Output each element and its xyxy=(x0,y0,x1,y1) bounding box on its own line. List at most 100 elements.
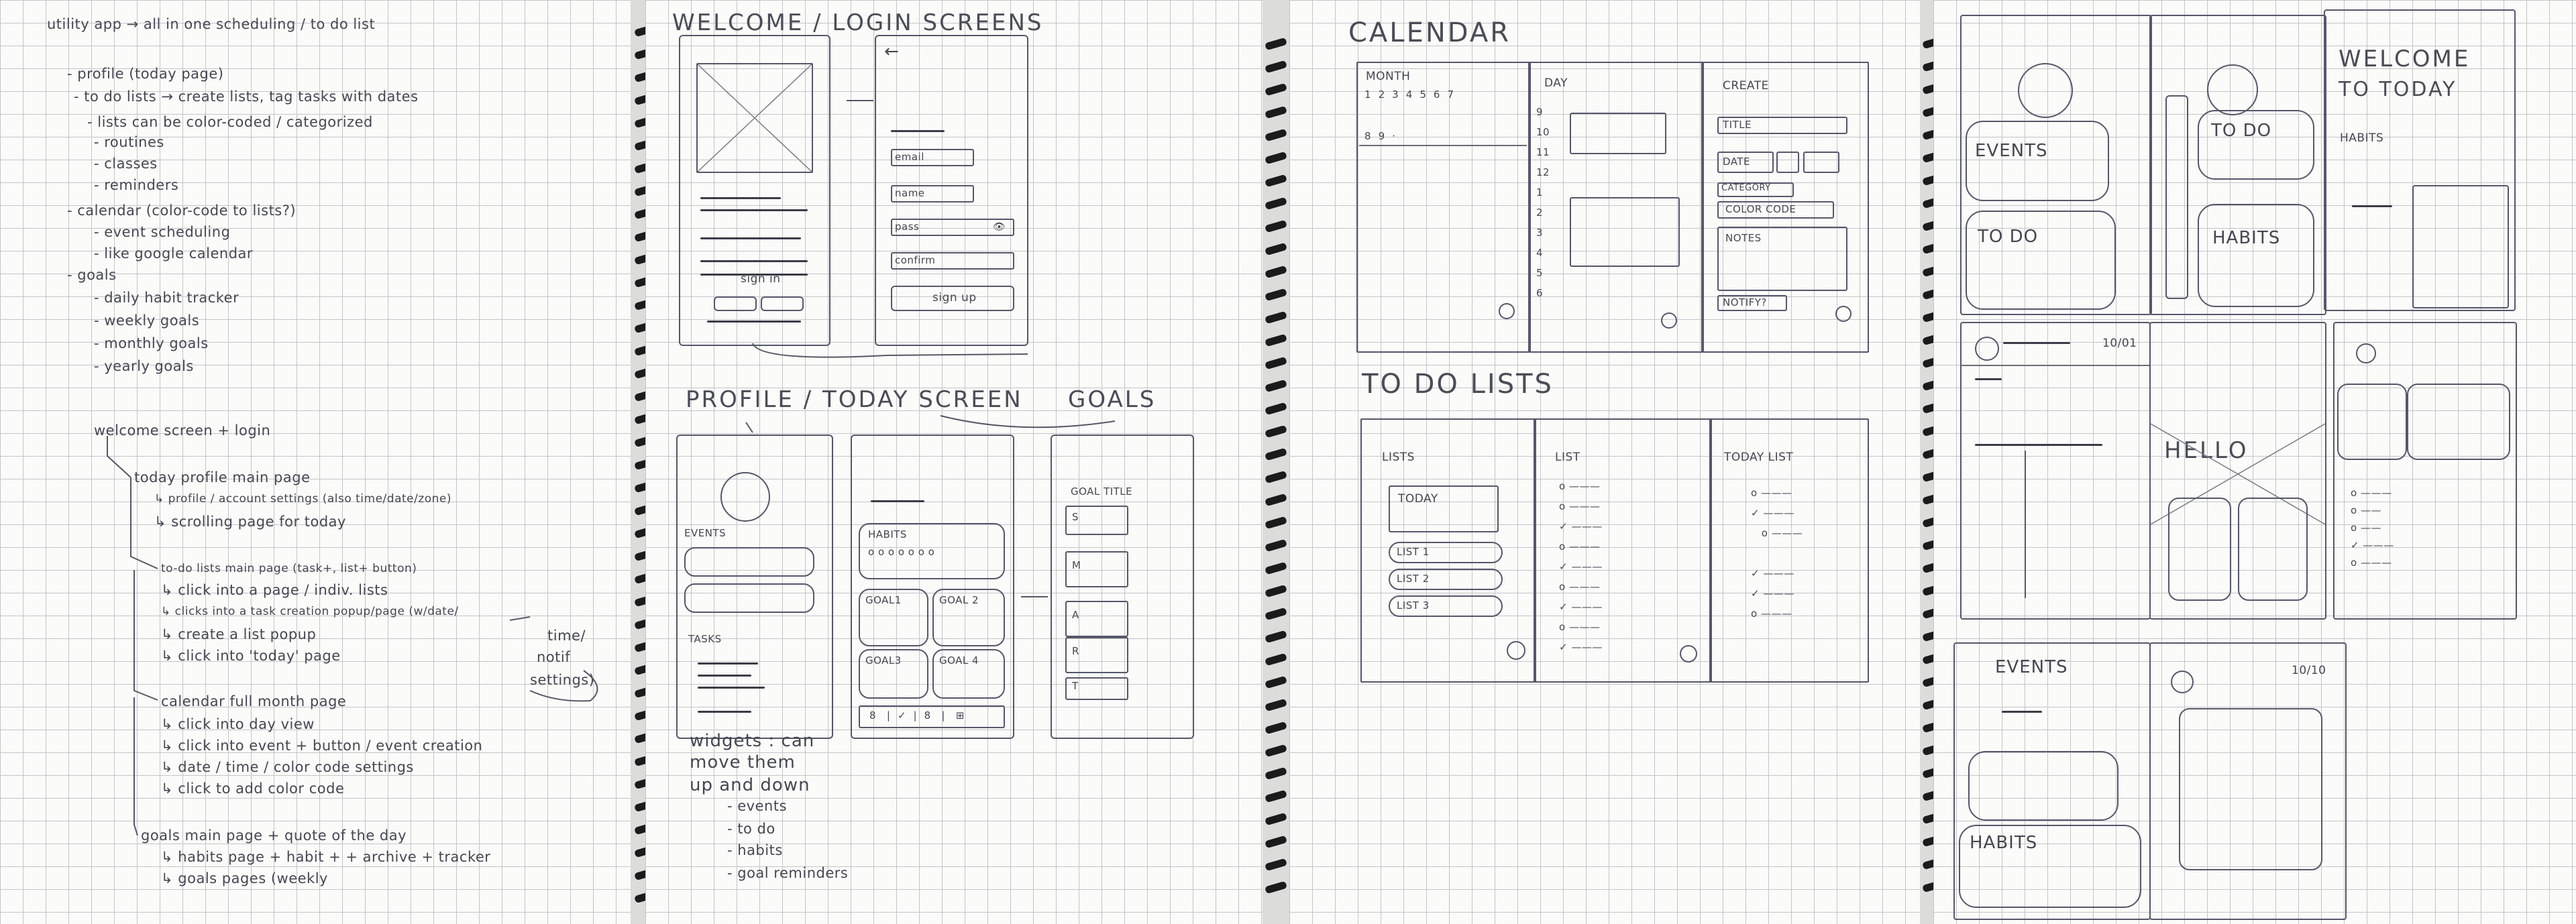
card-block[interactable] xyxy=(2407,384,2510,460)
note-line: - routines xyxy=(94,134,164,150)
flow-line: to-do lists main page (task+, list+ butt… xyxy=(161,562,417,575)
list-row[interactable]: LIST 3 xyxy=(1389,595,1503,617)
todo-card[interactable]: TO DO xyxy=(1966,211,2116,310)
divider xyxy=(1962,365,2149,366)
flow-line: ↳ scrolling page for today xyxy=(154,514,346,530)
password-field[interactable]: pass 👁 xyxy=(891,219,1014,236)
calendar-icon[interactable] xyxy=(1776,152,1799,173)
social-login-button[interactable] xyxy=(761,296,804,311)
task-checkboxes[interactable]: o ——— o —— o —— ✓ ——— o ——— xyxy=(2351,487,2394,569)
email-field[interactable]: email xyxy=(891,149,974,166)
smart-letter: T xyxy=(1072,680,1079,692)
smart-row[interactable]: M xyxy=(1065,551,1128,587)
notes-field[interactable]: NOTES xyxy=(1717,227,1847,291)
bottom-nav-bar[interactable]: 8 | ✓ | 8 | ⊞ xyxy=(859,705,1005,728)
wireframe-list-detail: LIST o ——— o ——— ✓ ——— o ——— ✓ ——— o ———… xyxy=(1534,418,1712,683)
task-line xyxy=(698,687,765,689)
wireframe-welcome-screen: sign in xyxy=(679,35,830,346)
smart-row[interactable]: R xyxy=(1065,637,1128,673)
smart-row[interactable]: A xyxy=(1065,601,1128,637)
habits-card[interactable]: HABITS xyxy=(2198,204,2314,307)
event-block[interactable] xyxy=(1570,197,1680,267)
avatar xyxy=(2018,63,2073,118)
date-label: 10/01 xyxy=(2102,337,2137,350)
list-row[interactable]: LIST 2 xyxy=(1389,569,1503,590)
add-icon[interactable] xyxy=(1507,641,1525,660)
flow-line: today profile main page xyxy=(134,469,311,485)
add-icon[interactable] xyxy=(1661,312,1677,329)
confirm-password-field[interactable]: confirm xyxy=(891,252,1014,270)
goal-widget[interactable]: GOAL 2 xyxy=(932,589,1005,646)
event-card[interactable] xyxy=(684,547,814,577)
flow-line: ↳ click into event + button / event crea… xyxy=(161,738,483,754)
smart-row[interactable]: T xyxy=(1065,677,1128,700)
today-button[interactable]: TODAY xyxy=(1389,485,1499,532)
text-line xyxy=(707,321,801,323)
text-line xyxy=(2003,342,2070,344)
calendar-grid: 1 2 3 4 5 6 7 xyxy=(1364,89,1454,101)
event-block[interactable] xyxy=(1570,113,1666,154)
flow-line: ↳ click into 'today' page xyxy=(161,648,341,664)
avatar xyxy=(2207,64,2258,115)
wireframe-events-dark: EVENTS HABITS xyxy=(1953,642,2151,920)
event-card[interactable] xyxy=(1968,751,2118,821)
todo-card-label: TO DO xyxy=(2211,121,2272,141)
note-line: - goals xyxy=(67,267,117,283)
goal-widget[interactable]: GOAL3 xyxy=(859,649,928,699)
note-line: - weekly goals xyxy=(94,312,200,329)
today-tasks[interactable]: o ——— ✓ ——— o ——— ✓ ——— ✓ ——— o ——— xyxy=(1751,487,1803,620)
goal-widget[interactable]: GOAL 4 xyxy=(932,649,1005,699)
date-field[interactable]: DATE xyxy=(1717,152,1774,173)
image-placeholder-x xyxy=(2151,423,2325,525)
list-row[interactable]: LIST 1 xyxy=(1389,542,1503,563)
section-title: WELCOME / LOGIN SCREENS xyxy=(672,9,1044,36)
goal-widget[interactable]: GOAL1 xyxy=(859,589,928,646)
card-block[interactable] xyxy=(2238,498,2308,601)
wireframe-home-a: EVENTS TO DO xyxy=(1960,15,2152,315)
color-code-field[interactable]: COLOR CODE xyxy=(1717,201,1834,219)
vertical-habit-bar[interactable] xyxy=(2165,95,2188,299)
task-checkboxes[interactable]: o ——— o ——— ✓ ——— o ——— ✓ ——— o ——— ✓ ——… xyxy=(1559,480,1603,653)
text-line xyxy=(2352,205,2392,207)
category-field[interactable]: CATEGORY xyxy=(1717,182,1794,197)
habits-card[interactable]: HABITS xyxy=(1959,825,2141,908)
add-icon[interactable] xyxy=(1499,303,1515,319)
social-login-button[interactable] xyxy=(714,296,757,311)
avatar xyxy=(2356,343,2376,363)
back-arrow-icon[interactable]: ← xyxy=(884,42,900,62)
smart-row[interactable]: S xyxy=(1065,506,1128,535)
event-card[interactable] xyxy=(684,583,814,613)
goal-label: GOAL 2 xyxy=(939,594,979,606)
habit-dots: o o o o o o o xyxy=(868,546,935,558)
today-list-header: TODAY LIST xyxy=(1724,451,1794,464)
note-line: - yearly goals xyxy=(94,358,194,374)
widgets-note: - events xyxy=(727,798,788,814)
time-picker[interactable] xyxy=(1803,152,1839,173)
panel-block[interactable] xyxy=(2412,185,2509,308)
card-block[interactable] xyxy=(2179,708,2322,870)
add-icon[interactable] xyxy=(1680,645,1697,662)
notify-toggle[interactable]: NOTIFY? xyxy=(1717,295,1787,311)
task-line xyxy=(698,675,751,677)
date-label: 10/10 xyxy=(2292,664,2326,677)
habits-widget-label: HABITS xyxy=(868,528,907,540)
name-field[interactable]: name xyxy=(891,185,974,203)
section-title: PROFILE / TODAY SCREEN xyxy=(686,386,1023,413)
email-label: email xyxy=(895,151,924,163)
events-card[interactable]: EVENTS xyxy=(1966,121,2109,201)
divider xyxy=(1359,145,1527,146)
list-row-label: LIST 1 xyxy=(1397,546,1430,558)
avatar xyxy=(720,472,770,522)
habits-widget[interactable]: HABITS o o o o o o o xyxy=(859,523,1005,579)
task-line xyxy=(698,662,758,665)
sign-up-button[interactable]: sign up xyxy=(891,286,1014,311)
flow-line: goals main page + quote of the day xyxy=(141,827,407,844)
add-icon[interactable] xyxy=(1835,306,1851,322)
card-block[interactable] xyxy=(2337,384,2407,460)
todo-card[interactable]: TO DO xyxy=(2198,110,2314,180)
eye-icon[interactable]: 👁 xyxy=(993,221,1006,233)
card-block[interactable] xyxy=(2168,498,2231,601)
category-label: CATEGORY xyxy=(1721,183,1771,193)
image-placeholder xyxy=(696,63,813,173)
title-field[interactable]: TITLE xyxy=(1717,117,1847,134)
